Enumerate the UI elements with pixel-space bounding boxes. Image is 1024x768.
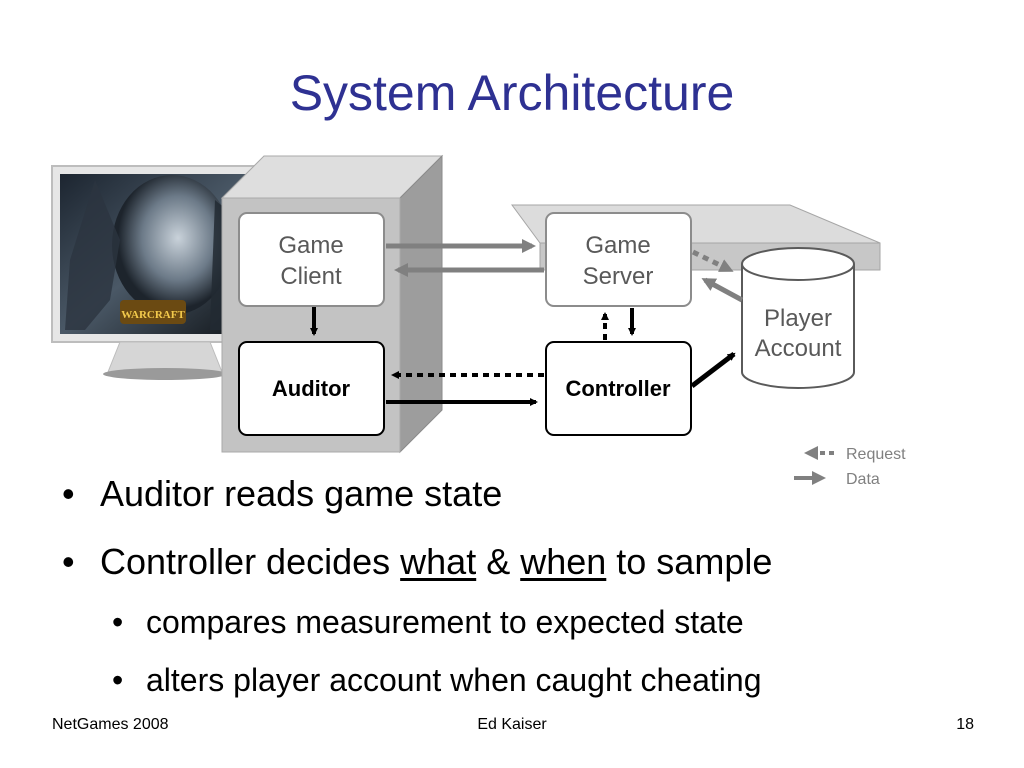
sub-bullet-1-text: compares measurement to expected state (146, 604, 744, 640)
player-account-label-2: Account (755, 335, 842, 362)
bullet-2-when: when (520, 541, 607, 582)
controller-box: Controller (545, 341, 692, 436)
server-request-account-arrow (691, 249, 734, 273)
legend: Request Data (794, 446, 906, 488)
legend-request-label: Request (846, 446, 906, 463)
warcraft-logo: WARCRAFT (121, 309, 185, 321)
controller-label: Controller (565, 376, 671, 401)
controller-to-account-arrow (690, 352, 736, 388)
game-client-box: Game Client (238, 212, 385, 307)
bullet-glyph: • (112, 662, 124, 698)
bullet-2-amp: & (476, 541, 521, 582)
bullet-2-what: what (400, 541, 477, 582)
game-client-label-1: Game (278, 232, 343, 259)
bullet-1: • Auditor reads game state (62, 472, 502, 516)
sub-bullet-2-text: alters player account when caught cheati… (146, 662, 762, 698)
page-number: 18 (956, 716, 974, 733)
bullet-glyph: • (62, 541, 75, 582)
footer-center: Ed Kaiser (477, 716, 547, 733)
game-server-label-2: Server (583, 263, 654, 290)
footer-left: NetGames 2008 (52, 716, 169, 733)
bullet-glyph: • (62, 473, 75, 514)
game-server-label-1: Game (585, 232, 650, 259)
legend-data-label: Data (846, 471, 880, 488)
sub-bullet-1: • compares measurement to expected state (112, 602, 744, 642)
bullet-2: • Controller decides what & when to sampl… (62, 540, 772, 584)
auditor-box: Auditor (238, 341, 385, 436)
account-data-server-arrow (701, 277, 744, 303)
game-server-box: Game Server (545, 212, 692, 307)
slide-title: System Architecture (289, 65, 735, 121)
game-client-label-2: Client (280, 263, 342, 290)
bullet-1-text: Auditor reads game state (100, 473, 503, 514)
bullet-glyph: • (112, 604, 124, 640)
bullet-2-text-start: Controller decides (100, 541, 401, 582)
bullet-2-text-end: to sample (606, 541, 773, 582)
player-account-label-1: Player (764, 305, 832, 332)
player-account-cylinder: Player Account (741, 247, 855, 389)
auditor-label: Auditor (272, 376, 351, 401)
sub-bullet-2: • alters player account when caught cheat… (112, 660, 762, 700)
